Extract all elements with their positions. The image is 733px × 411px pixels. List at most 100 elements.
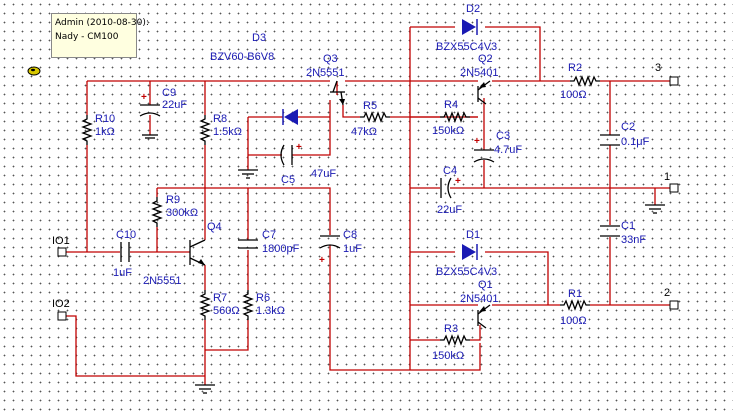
capacitor-c5[interactable] <box>280 144 293 166</box>
r4-ref: R4 <box>444 99 458 111</box>
resistor-r10[interactable] <box>82 114 92 146</box>
c3-ref: C3 <box>496 130 510 142</box>
port-2[interactable] <box>669 300 679 310</box>
svg-text:+: + <box>319 255 325 266</box>
transistor-q2[interactable] <box>477 80 491 105</box>
r10-value: 1kΩ <box>95 126 115 138</box>
c1-value: 33nF <box>621 234 646 246</box>
resistor-r1[interactable] <box>559 300 591 310</box>
r8-value: 1.5kΩ <box>213 126 242 138</box>
transistor-q4[interactable] <box>189 239 206 266</box>
c5-value: 47uF <box>311 168 336 180</box>
r9-value: 300kΩ <box>166 207 198 219</box>
resistor-r3[interactable] <box>439 335 471 345</box>
d2-ref: D2 <box>466 3 480 15</box>
r5-ref: R5 <box>363 100 377 112</box>
c1-ref: C1 <box>621 220 635 232</box>
r3-value: 150kΩ <box>432 350 464 362</box>
ground-icon <box>238 169 258 179</box>
port-io2-label: IO2 <box>52 298 70 310</box>
c7-ref: C7 <box>262 229 276 241</box>
capacitor-c4[interactable] <box>440 177 452 199</box>
resistor-r7[interactable] <box>200 289 210 321</box>
c9-ref: C9 <box>162 87 176 99</box>
c2-value: 0.1μF <box>621 136 650 148</box>
r1-ref: R1 <box>568 288 582 300</box>
r8-ref: R8 <box>213 113 227 125</box>
r7-value: 560Ω <box>213 305 240 317</box>
c8-ref: C8 <box>343 229 357 241</box>
port-io2[interactable] <box>57 311 67 321</box>
c8-value: 1uF <box>343 243 362 255</box>
ground-icon <box>195 384 215 394</box>
resistor-r5[interactable] <box>359 112 391 122</box>
annotation-note[interactable]: Admin (2010-08-30): Nady - CM100 <box>51 13 149 58</box>
transistor-q1[interactable] <box>477 304 491 329</box>
q1-value: 2N5401 <box>460 293 499 305</box>
d3-ref: D3 <box>252 32 266 44</box>
r10-ref: R10 <box>95 113 115 125</box>
port-1-label: 1 <box>664 171 670 183</box>
q1-ref: Q1 <box>478 279 493 291</box>
q3-value: 2N5551 <box>306 67 345 79</box>
resistor-r8[interactable] <box>200 114 210 146</box>
r6-value: 1.3kΩ <box>256 305 285 317</box>
pushpin-icon[interactable] <box>27 66 41 76</box>
port-3[interactable] <box>669 76 679 86</box>
c9-value: 22uF <box>162 99 187 111</box>
zener-diode-d3[interactable] <box>282 109 298 125</box>
r7-ref: R7 <box>213 292 227 304</box>
resistor-r6[interactable] <box>243 289 253 321</box>
r1-value: 100Ω <box>560 315 587 327</box>
c4-value: 22uF <box>437 204 462 216</box>
c5-ref: C5 <box>281 174 295 186</box>
capacitor-c7[interactable] <box>238 239 258 249</box>
r9-ref: R9 <box>166 194 180 206</box>
port-io1-label: IO1 <box>52 235 70 247</box>
svg-text:+: + <box>296 142 302 153</box>
capacitor-c2[interactable] <box>600 134 620 146</box>
port-3-label: 3 <box>655 62 661 74</box>
capacitor-c3[interactable] <box>473 149 495 163</box>
r3-ref: R3 <box>444 323 458 335</box>
q3-ref: Q3 <box>323 53 338 65</box>
c4-ref: C4 <box>443 165 457 177</box>
capacitor-c9[interactable] <box>139 104 161 139</box>
note-text: Nady - CM100 <box>55 32 119 42</box>
d1-value: BZX55C4V3 <box>436 266 497 278</box>
q2-value: 2N5401 <box>460 67 499 79</box>
c3-value: 4.7uF <box>494 144 522 156</box>
capacitor-c8[interactable] <box>319 235 341 249</box>
r6-ref: R6 <box>256 292 270 304</box>
resistor-r2[interactable] <box>569 76 601 86</box>
ground-icon <box>645 204 665 214</box>
note-author: Admin (2010-08-30): <box>55 18 149 28</box>
c10-ref: C10 <box>116 229 136 241</box>
c10-value: 1uF <box>113 267 132 279</box>
transistor-q3[interactable] <box>330 80 345 106</box>
svg-text:+: + <box>455 176 461 187</box>
resistor-r9[interactable] <box>152 196 162 228</box>
d1-ref: D1 <box>466 229 480 241</box>
wires <box>66 26 670 385</box>
svg-text:+: + <box>141 92 147 103</box>
port-1[interactable] <box>669 183 679 193</box>
q2-ref: Q2 <box>478 53 493 65</box>
capacitor-c1[interactable] <box>600 225 620 237</box>
port-2-label: 2 <box>664 287 670 299</box>
r4-value: 150kΩ <box>432 125 464 137</box>
zener-diode-d2[interactable] <box>462 19 478 35</box>
q4-value: 2N5551 <box>143 275 182 287</box>
d3-value: BZV60-B6V8 <box>210 51 274 63</box>
r5-value: 47kΩ <box>351 126 377 138</box>
port-io1[interactable] <box>57 247 67 257</box>
r2-value: 100Ω <box>560 89 587 101</box>
zener-diode-d1[interactable] <box>462 244 478 260</box>
r2-ref: R2 <box>568 62 582 74</box>
c7-value: 1800pF <box>262 243 300 255</box>
capacitor-c10[interactable] <box>120 242 130 262</box>
svg-text:+: + <box>474 136 480 147</box>
c2-ref: C2 <box>621 121 635 133</box>
d2-value: BZX55C4V3 <box>436 41 497 53</box>
